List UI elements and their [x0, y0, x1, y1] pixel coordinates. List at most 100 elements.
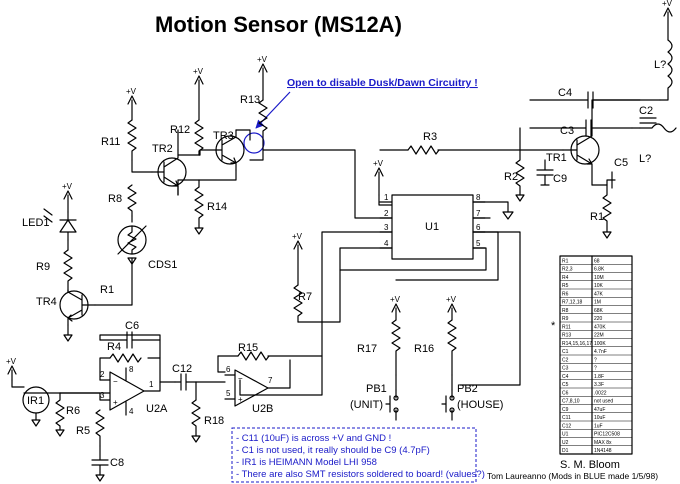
label-r3: R3: [423, 131, 437, 143]
label-cds1: CDS1: [148, 259, 177, 271]
pb2-pushbutton: [441, 389, 455, 421]
supply-label-r7: +V: [292, 232, 303, 241]
supply-label-led: +V: [62, 182, 73, 191]
u2a-pin-3: 3: [100, 391, 105, 400]
parts-table-ref: C2: [562, 357, 569, 363]
transistors: [59, 127, 600, 326]
supply-label-r12: +V: [193, 67, 204, 76]
r1b-resistor: [602, 184, 612, 233]
parts-table-ref: U2: [562, 440, 569, 446]
parts-table-ref: R5: [562, 283, 569, 289]
supply-label-coil: +V: [662, 0, 673, 8]
parts-table-value: 68K: [594, 308, 604, 314]
label-r16: R16: [414, 343, 434, 355]
u2a-pin-1: 1: [149, 380, 154, 389]
label-tr2: TR2: [152, 143, 173, 155]
r7-resistor: [293, 284, 303, 323]
u1-pin-2: 2: [384, 209, 389, 218]
r11-resistor: [127, 119, 137, 161]
label-r8: R8: [108, 193, 122, 205]
parts-table-value: 100K: [594, 341, 606, 347]
schematic-title: Motion Sensor (MS12A): [155, 12, 402, 37]
parts-table-value: 220: [594, 316, 603, 322]
parts-table-value: 1uF: [594, 423, 603, 429]
u1-pin-lines: [379, 201, 486, 249]
label-r7: R7: [298, 291, 312, 303]
label-r17: R17: [357, 343, 377, 355]
parts-table-value: 1N4148: [594, 448, 612, 454]
c2-capacitor: [631, 117, 657, 129]
tr3-transistor: [177, 129, 245, 171]
u2a-label: U2A: [146, 403, 168, 415]
parts-table-ref: C12: [562, 423, 571, 429]
label-r12: R12: [170, 124, 190, 136]
tr4-transistor: [59, 289, 96, 326]
u2a-pin-8: 8: [129, 365, 134, 374]
u2b-opamp: [224, 369, 269, 407]
parts-table-ref: U1: [562, 432, 569, 438]
r9-resistor: [63, 249, 73, 291]
coil-l2: [639, 123, 677, 133]
parts-table-ref: R4: [562, 275, 569, 281]
u2a-minus: −: [113, 377, 118, 386]
r17-resistor: [391, 319, 401, 376]
label-pb1: PB1: [366, 383, 387, 395]
parts-table-ref: C1: [562, 349, 569, 355]
label-c2: C2: [639, 105, 653, 117]
u2b-pin-5: 5: [226, 389, 231, 398]
label-r5: R5: [76, 425, 90, 437]
r6-resistor: [55, 392, 65, 431]
parts-table-ref: C4: [562, 374, 569, 380]
parts-table-value: .0022: [594, 390, 607, 396]
parts-table-ref: R14,15,16,17: [562, 341, 592, 347]
parts-table-ref: C11: [562, 415, 571, 421]
tr2-transistor: [151, 149, 187, 196]
inductors: [639, 39, 677, 133]
label-coil-1: L?: [654, 59, 666, 71]
label-coil-2: L?: [639, 153, 651, 165]
label-r9: R9: [36, 261, 50, 273]
label-r6: R6: [66, 405, 80, 417]
parts-table-value: 22M: [594, 333, 604, 339]
label-tr4: TR4: [36, 296, 57, 308]
label-r14: R14: [207, 201, 227, 213]
label-c8: C8: [110, 457, 124, 469]
u2a-pin-2: 2: [100, 370, 105, 379]
pb1-pushbutton: [385, 389, 399, 421]
credit-line: Tom Laureanno (Mods in BLUE made 1/5/98): [487, 471, 658, 481]
note-3: - IR1 is HEIMANN Model LHI 958: [236, 457, 377, 468]
u2a-pin-4: 4: [129, 407, 134, 416]
label-c12: C12: [172, 363, 192, 375]
ground-symbols: [31, 194, 612, 482]
r5-resistor: [95, 409, 105, 447]
label-pb2-sub: (HOUSE): [457, 399, 503, 411]
label-r2: R2: [504, 171, 518, 183]
u2b-pin-6: 6: [226, 365, 231, 374]
parts-table-value: 47uF: [594, 407, 605, 413]
supply-label-ir1: +V: [6, 357, 17, 366]
u2a-opamp: [59, 367, 161, 416]
u1-pin-1: 1: [384, 193, 389, 202]
label-tr3: TR3: [213, 130, 234, 142]
label-c3: C3: [560, 125, 574, 137]
callout-text: Open to disable Dusk/Dawn Circuitry !: [287, 77, 478, 89]
r18-resistor: [191, 399, 201, 437]
r8-resistor: [127, 184, 137, 217]
u1-pin-4: 4: [384, 239, 389, 248]
label-c9: C9: [553, 173, 567, 185]
parts-table-value: PIC12C508: [594, 432, 620, 438]
parts-table-value: 68: [594, 258, 600, 264]
c4-capacitor: [529, 91, 641, 109]
parts-table-ref: R11: [562, 324, 571, 330]
cds1-photoresistor: [117, 225, 147, 255]
parts-table-value: ?: [594, 366, 597, 372]
parts-table-value: MAX 8x: [594, 440, 612, 446]
label-pb2: PB2: [457, 383, 478, 395]
c9-capacitor: [536, 159, 554, 186]
parts-table-ref: R13: [562, 333, 571, 339]
r3-resistor: [407, 145, 440, 155]
label-r1-left: R1: [100, 284, 114, 296]
u2b-plus: +: [238, 395, 243, 404]
asterisk-marker: *: [551, 320, 556, 332]
